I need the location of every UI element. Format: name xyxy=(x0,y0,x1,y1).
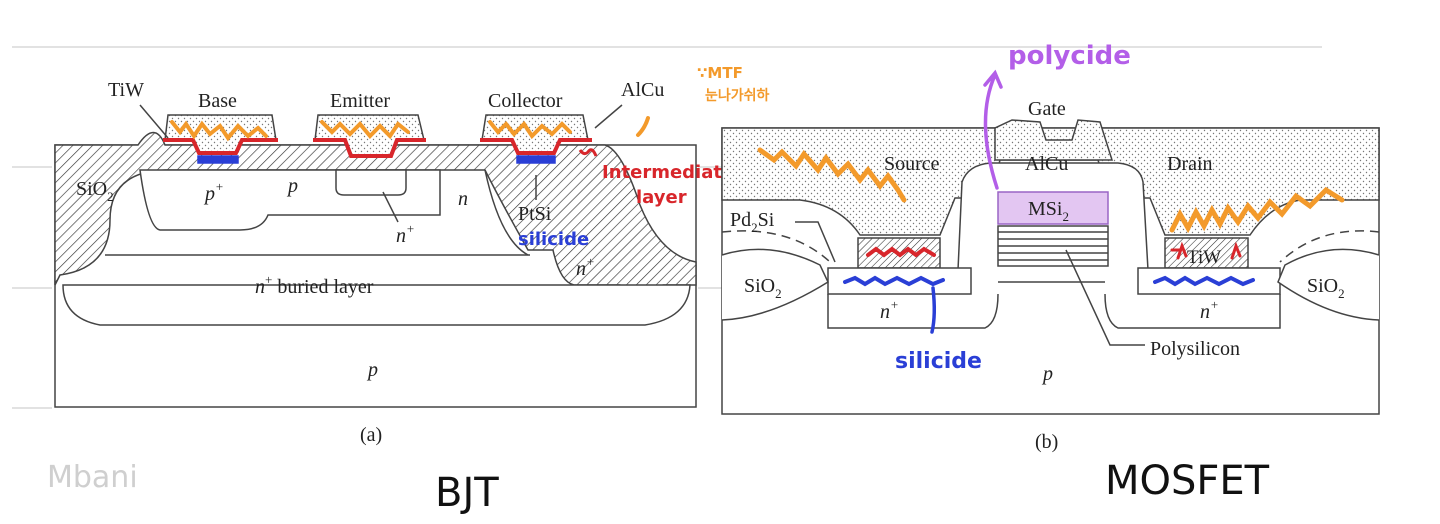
bjt-cross-section xyxy=(54,104,697,408)
p-plus-label: p+ xyxy=(203,179,224,205)
base-scribble xyxy=(170,120,268,142)
source-orange-scribble xyxy=(757,147,907,203)
polycide-note: polycide xyxy=(1008,41,1131,71)
sio2-label: SiO2 xyxy=(76,178,114,204)
source-label: Source xyxy=(884,153,940,175)
mosfet-scribbles xyxy=(757,69,1345,334)
msi2-block xyxy=(997,191,1109,225)
polysilicon-leader xyxy=(1065,249,1145,346)
caption-b: (b) xyxy=(1035,431,1058,453)
sio2-right xyxy=(1277,248,1380,321)
alcu-leader xyxy=(594,104,623,129)
drain-blue-scribble xyxy=(1153,275,1255,287)
base-label: Base xyxy=(198,90,237,112)
mosfet-title: MOSFET xyxy=(1105,458,1270,504)
source-blue-scribble xyxy=(843,275,945,287)
junction-right xyxy=(1279,230,1380,263)
source-red-scribble xyxy=(866,246,936,258)
substrate-label: p xyxy=(366,359,378,381)
tiw-label: TiW xyxy=(108,79,144,101)
drain-orange-scribble xyxy=(1169,186,1345,234)
n-plus-drain-label: n+ xyxy=(1200,297,1219,323)
buried-layer-label: n+ buried layer xyxy=(255,272,374,298)
polycide-arrow xyxy=(983,69,1003,190)
watermark: Mbani xyxy=(47,460,138,495)
silicide-pointer xyxy=(930,286,937,334)
polysilicon-stack xyxy=(997,225,1109,267)
n-plus-drain-well xyxy=(1104,293,1281,329)
emitter-well xyxy=(335,169,407,196)
ruled-lines xyxy=(12,46,1322,409)
tiw-leader xyxy=(139,104,169,139)
msi2-label: MSi2 xyxy=(1028,198,1069,224)
p-base-label: p xyxy=(286,175,298,197)
pd2si-leader xyxy=(795,221,836,263)
junction-left xyxy=(721,230,831,263)
n-plus-source-label: n+ xyxy=(880,297,899,323)
drain-label: Drain xyxy=(1167,153,1213,175)
tiw-mosfet-label: TiW xyxy=(1187,247,1221,268)
gate-metal xyxy=(994,119,1114,161)
n-plus-collector-label: n+ xyxy=(576,254,595,280)
caption-a: (a) xyxy=(360,424,382,446)
emitter-scribble xyxy=(320,120,410,140)
mosfet-cross-section xyxy=(721,119,1380,415)
drain-red-marks xyxy=(1170,241,1242,260)
n-plus-emitter-label: n+ xyxy=(396,221,415,247)
base-contact xyxy=(163,114,278,164)
mtf-note: ∵MTF xyxy=(697,64,743,82)
emitter-leader xyxy=(382,191,399,223)
gate-label: Gate xyxy=(1028,98,1066,120)
alcu-gate-label: AlCu xyxy=(1025,153,1068,175)
mosfet-substrate-label: p xyxy=(1041,363,1053,385)
emitter-label: Emitter xyxy=(330,90,390,112)
mtf-arrow xyxy=(636,116,650,137)
collector-sinker xyxy=(484,169,529,256)
polysilicon-label: Polysilicon xyxy=(1150,338,1240,360)
pd2si-label: Pd2Si xyxy=(730,209,775,235)
sio2-left-label: SiO2 xyxy=(744,275,782,301)
sio2-left xyxy=(721,248,829,321)
mtf-korean-note: 눈나가쉬하 xyxy=(705,87,770,104)
n-collector-label: n xyxy=(458,188,468,210)
intermediate-note: Intermediate xyxy=(602,162,734,183)
collector-label: Collector xyxy=(488,90,563,112)
bjt-orange-scribbles xyxy=(170,116,650,142)
mosfet-silicide-note: silicide xyxy=(895,349,982,374)
sio2-right-label: SiO2 xyxy=(1307,275,1345,301)
bjt-silicide-note: silicide xyxy=(518,229,589,250)
buried-layer xyxy=(62,284,691,326)
n-plus-source-well xyxy=(827,293,999,329)
bjt-title: BJT xyxy=(435,470,499,516)
collector-scribble xyxy=(488,120,572,140)
alcu-label: AlCu xyxy=(621,79,664,101)
layer-note: layer xyxy=(636,187,687,208)
ptsi-label: PtSi xyxy=(518,203,552,225)
intermediate-marker xyxy=(578,148,598,157)
